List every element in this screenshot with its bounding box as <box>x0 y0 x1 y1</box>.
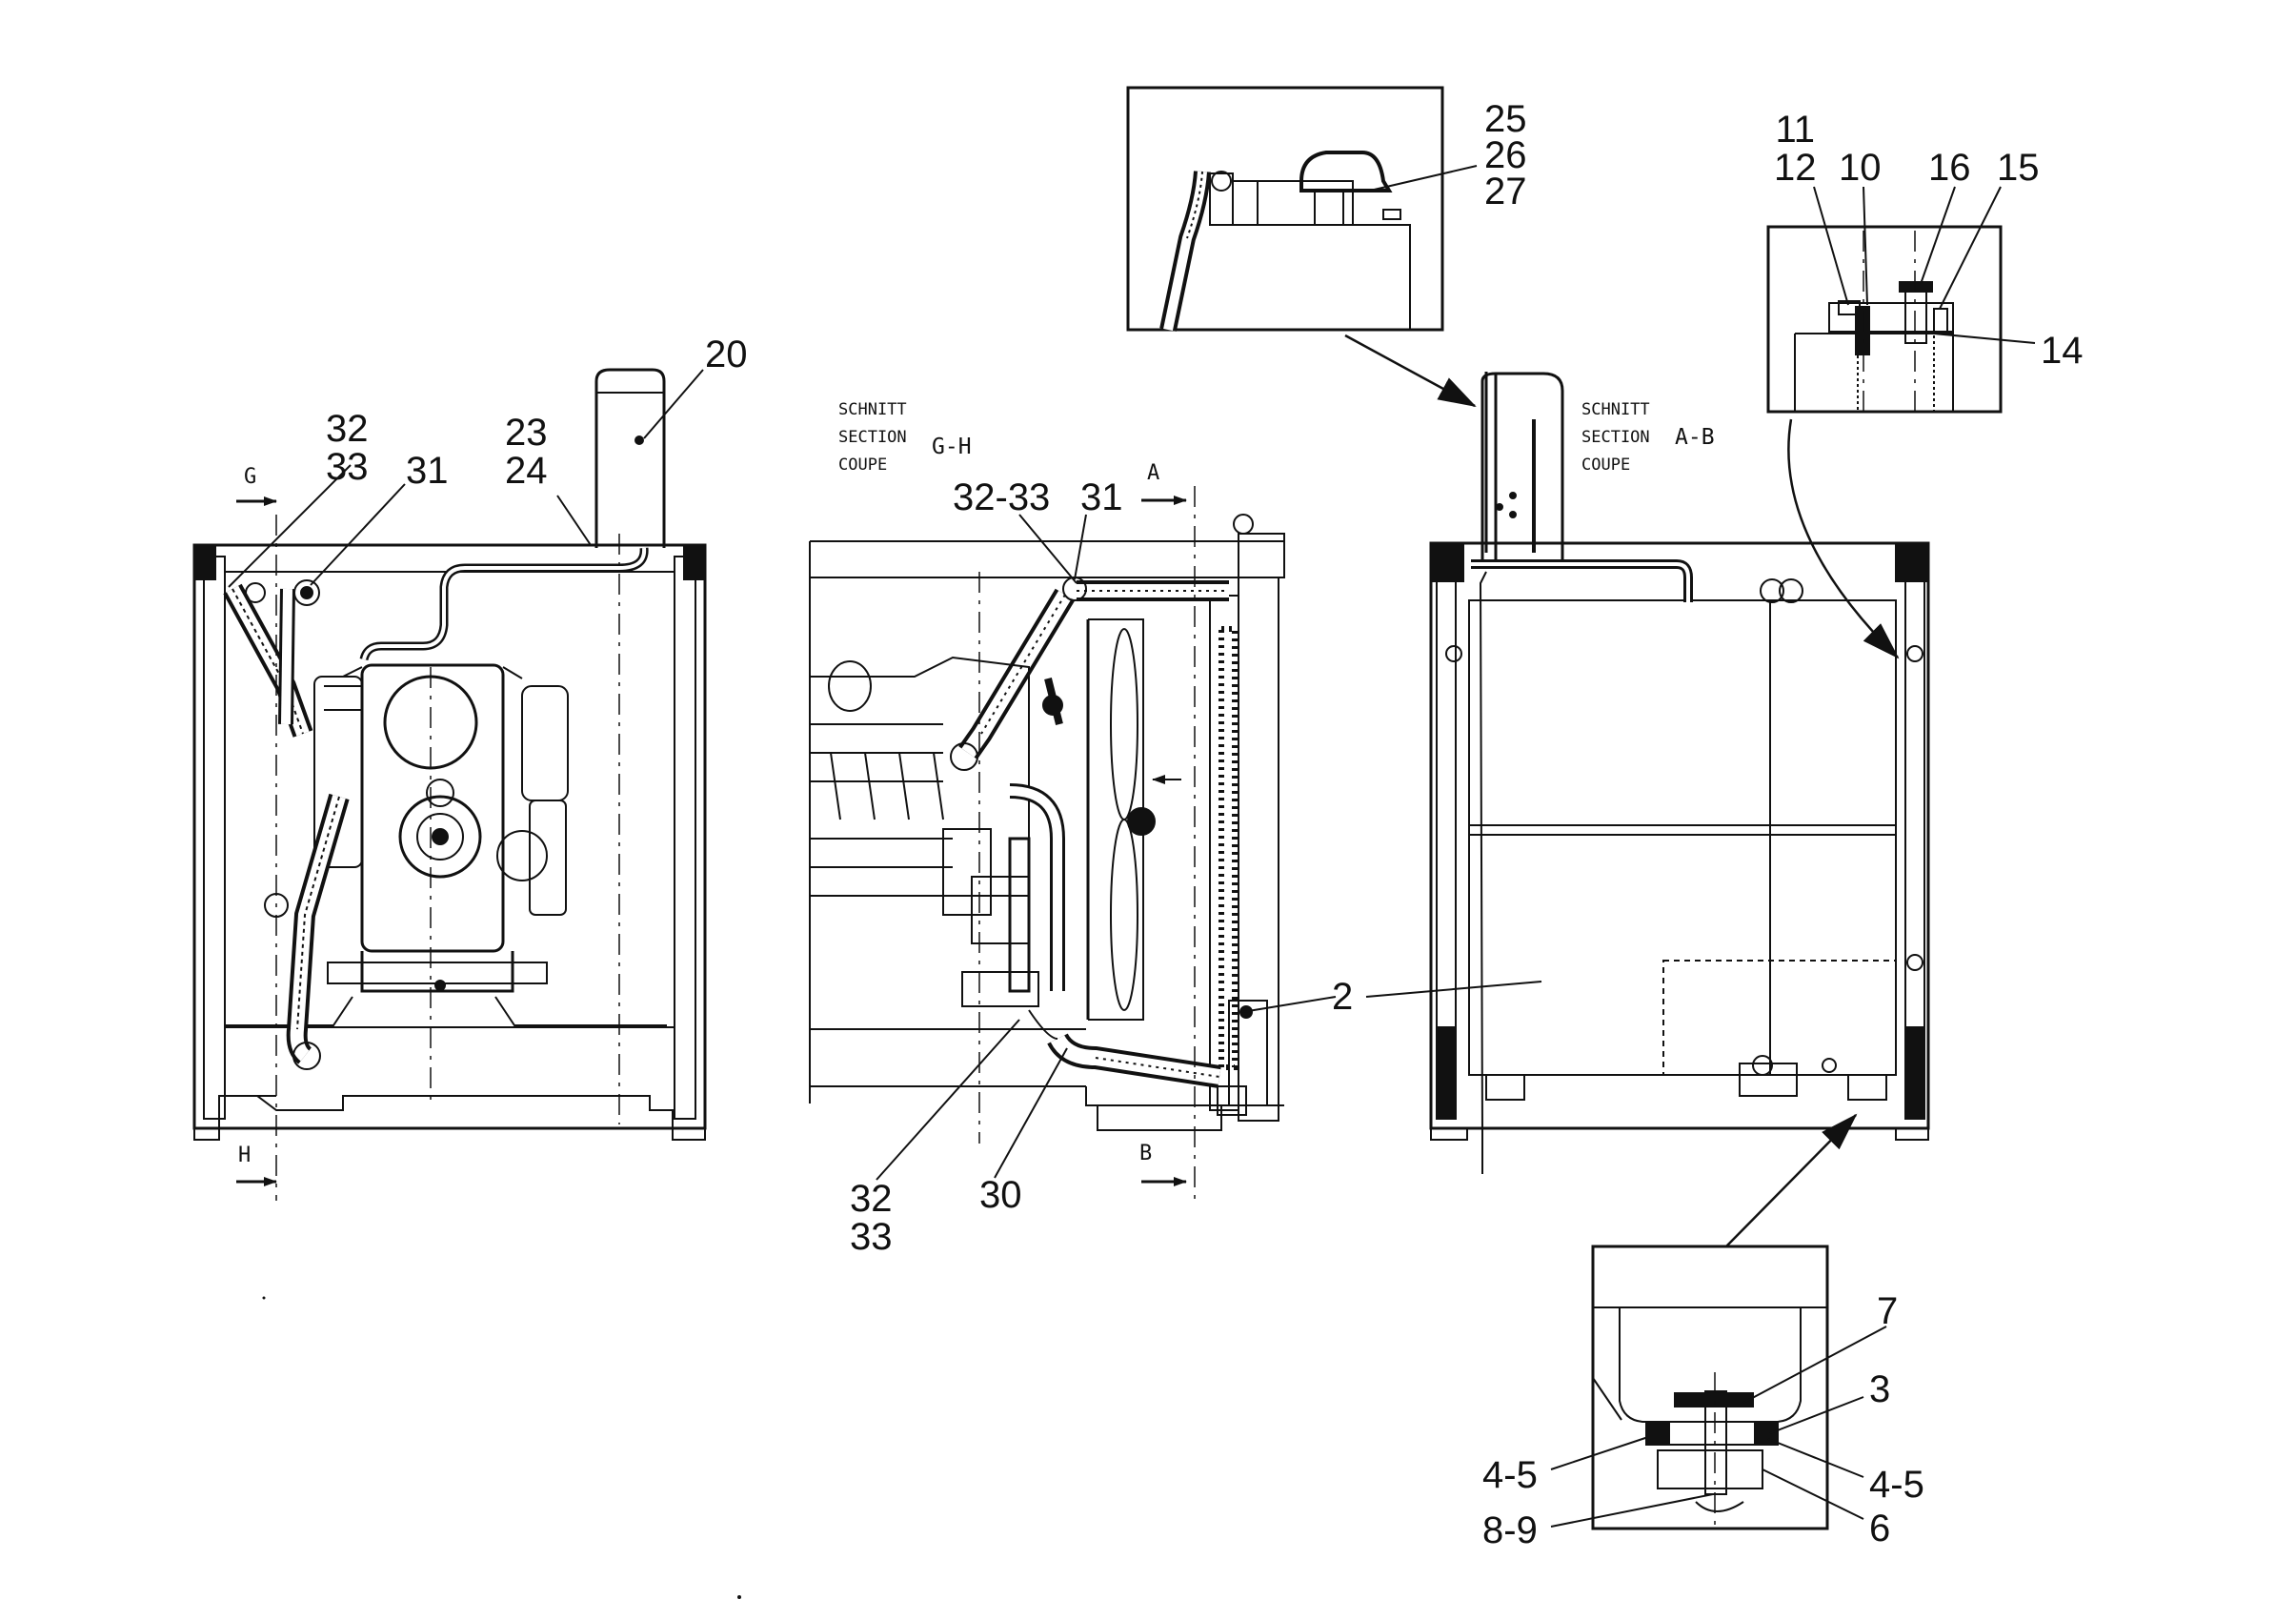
callout-32-33-left: 32 33 <box>326 410 369 486</box>
callout-23-24: 23 24 <box>505 414 548 490</box>
callout-10: 10 <box>1839 147 1882 189</box>
callout-16: 16 <box>1928 147 1971 189</box>
callout-31-left: 31 <box>406 450 449 492</box>
callout-6: 6 <box>1869 1508 1891 1549</box>
callout-27: 27 <box>1484 171 1527 213</box>
section-ab-line-2: SECTION <box>1581 428 1650 447</box>
cut-mark-g: G <box>244 465 257 489</box>
callout-25-27: 25 26 27 <box>1484 98 1527 213</box>
section-ab-line-1: SCHNITT <box>1581 400 1650 419</box>
callout-26: 26 <box>1484 134 1527 176</box>
section-gh-heading: SCHNITT SECTION COUPE <box>838 396 907 479</box>
callout-30: 30 <box>979 1174 1022 1216</box>
callout-11-12: 11 12 <box>1774 111 1817 187</box>
callout-8-9: 8-9 <box>1482 1509 1538 1551</box>
callout-4-5-right: 4-5 <box>1869 1464 1924 1506</box>
detail-bracket <box>1766 225 2003 414</box>
section-ab-code: A-B <box>1675 425 1715 450</box>
callout-24: 24 <box>505 450 548 492</box>
section-ab-view <box>1429 372 1930 1174</box>
callout-4-5-left: 4-5 <box>1482 1454 1538 1496</box>
section-gh-code: G-H <box>932 435 972 459</box>
section-ab-heading: SCHNITT SECTION COUPE <box>1581 396 1650 479</box>
detail-mount <box>1591 1245 1829 1530</box>
callout-31-mid: 31 <box>1080 476 1123 518</box>
front-view <box>192 368 707 1201</box>
callout-14: 14 <box>2041 330 2084 372</box>
callout-12: 12 <box>1774 147 1817 189</box>
callout-32-33-mid: 32-33 <box>953 476 1051 518</box>
section-gh-line-3: COUPE <box>838 456 888 475</box>
callout-33-left: 33 <box>326 446 369 488</box>
callout-25: 25 <box>1484 98 1527 140</box>
detail-filler-cap <box>1126 86 1444 332</box>
callout-32-left: 32 <box>326 408 369 450</box>
section-gh-line-2: SECTION <box>838 428 907 447</box>
cut-mark-h: H <box>238 1144 252 1167</box>
section-gh-line-1: SCHNITT <box>838 400 907 419</box>
callout-11: 11 <box>1775 109 1816 151</box>
callout-3: 3 <box>1869 1368 1891 1410</box>
callout-33-bottom: 33 <box>850 1216 893 1258</box>
section-gh-view <box>809 486 1285 1201</box>
callout-23: 23 <box>505 412 548 454</box>
callout-7: 7 <box>1877 1290 1899 1332</box>
callout-32-33-bottom: 32 33 <box>850 1180 893 1256</box>
cut-mark-a: A <box>1147 461 1160 485</box>
callout-15: 15 <box>1997 147 2040 189</box>
section-ab-line-3: COUPE <box>1581 456 1631 475</box>
callout-2: 2 <box>1332 976 1354 1018</box>
callout-20: 20 <box>705 334 748 375</box>
callout-32-bottom: 32 <box>850 1178 893 1220</box>
cut-mark-b: B <box>1139 1142 1153 1165</box>
